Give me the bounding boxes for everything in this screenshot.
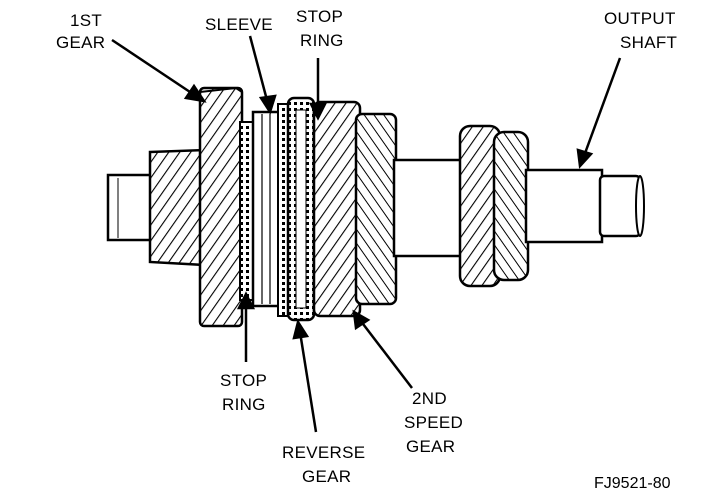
label-stop-ring-top-line1: STOP [296, 7, 343, 26]
arrowhead-output-shaft [576, 148, 594, 169]
arrow-reverse-gear [298, 331, 318, 433]
label-stop-ring-bottom: STOP RING [220, 371, 267, 414]
label-output-shaft-line1: OUTPUT [604, 9, 676, 28]
label-second-speed-gear: 2ND SPEED GEAR [404, 389, 463, 456]
label-first-gear-line1: 1ST [70, 11, 102, 30]
arrow-output-shaft [582, 57, 622, 157]
arrowhead-stop-ring-bottom [236, 291, 256, 310]
arrow-second-speed-gear [359, 319, 413, 389]
label-stop-ring-top: STOP RING [296, 7, 344, 50]
left-shaft-stub [106, 173, 154, 242]
reverse-gear [286, 96, 316, 322]
main-shaft [392, 158, 468, 258]
label-second-speed-gear-line1: 2ND [412, 389, 447, 408]
arrowhead-stop-ring-top [308, 102, 328, 121]
leader-lines [111, 35, 622, 433]
output-shaft-end [524, 168, 645, 244]
label-reverse-gear-line1: REVERSE [282, 443, 365, 462]
synchronizer-sleeve [251, 110, 281, 308]
rear-gear-cluster [458, 124, 530, 288]
second-speed-gear [312, 100, 398, 318]
first-gear-hub [148, 148, 207, 267]
arrow-sleeve [248, 35, 270, 105]
label-first-gear-line2: GEAR [56, 33, 105, 52]
label-stop-ring-bottom-line1: STOP [220, 371, 267, 390]
label-first-gear: 1ST GEAR [56, 11, 105, 52]
arrowhead-first-gear [183, 83, 207, 103]
arrowhead-reverse-gear [292, 318, 310, 340]
label-stop-ring-bottom-line2: RING [222, 395, 266, 414]
label-reverse-gear-line2: GEAR [302, 467, 351, 486]
first-gear [198, 86, 244, 328]
label-reverse-gear: REVERSE GEAR [282, 443, 365, 486]
arrowhead-second-speed-gear [352, 309, 371, 331]
label-output-shaft: OUTPUT SHAFT [604, 9, 677, 52]
arrowhead-sleeve [258, 94, 277, 115]
label-second-speed-gear-line3: GEAR [406, 437, 455, 456]
label-stop-ring-top-line2: RING [300, 31, 344, 50]
label-sleeve: SLEEVE [205, 15, 273, 34]
label-output-shaft-line2: SHAFT [620, 33, 677, 52]
figure-id: FJ9521-80 [594, 475, 671, 492]
arrow-first-gear [111, 38, 197, 98]
label-second-speed-gear-line2: SPEED [404, 413, 463, 432]
